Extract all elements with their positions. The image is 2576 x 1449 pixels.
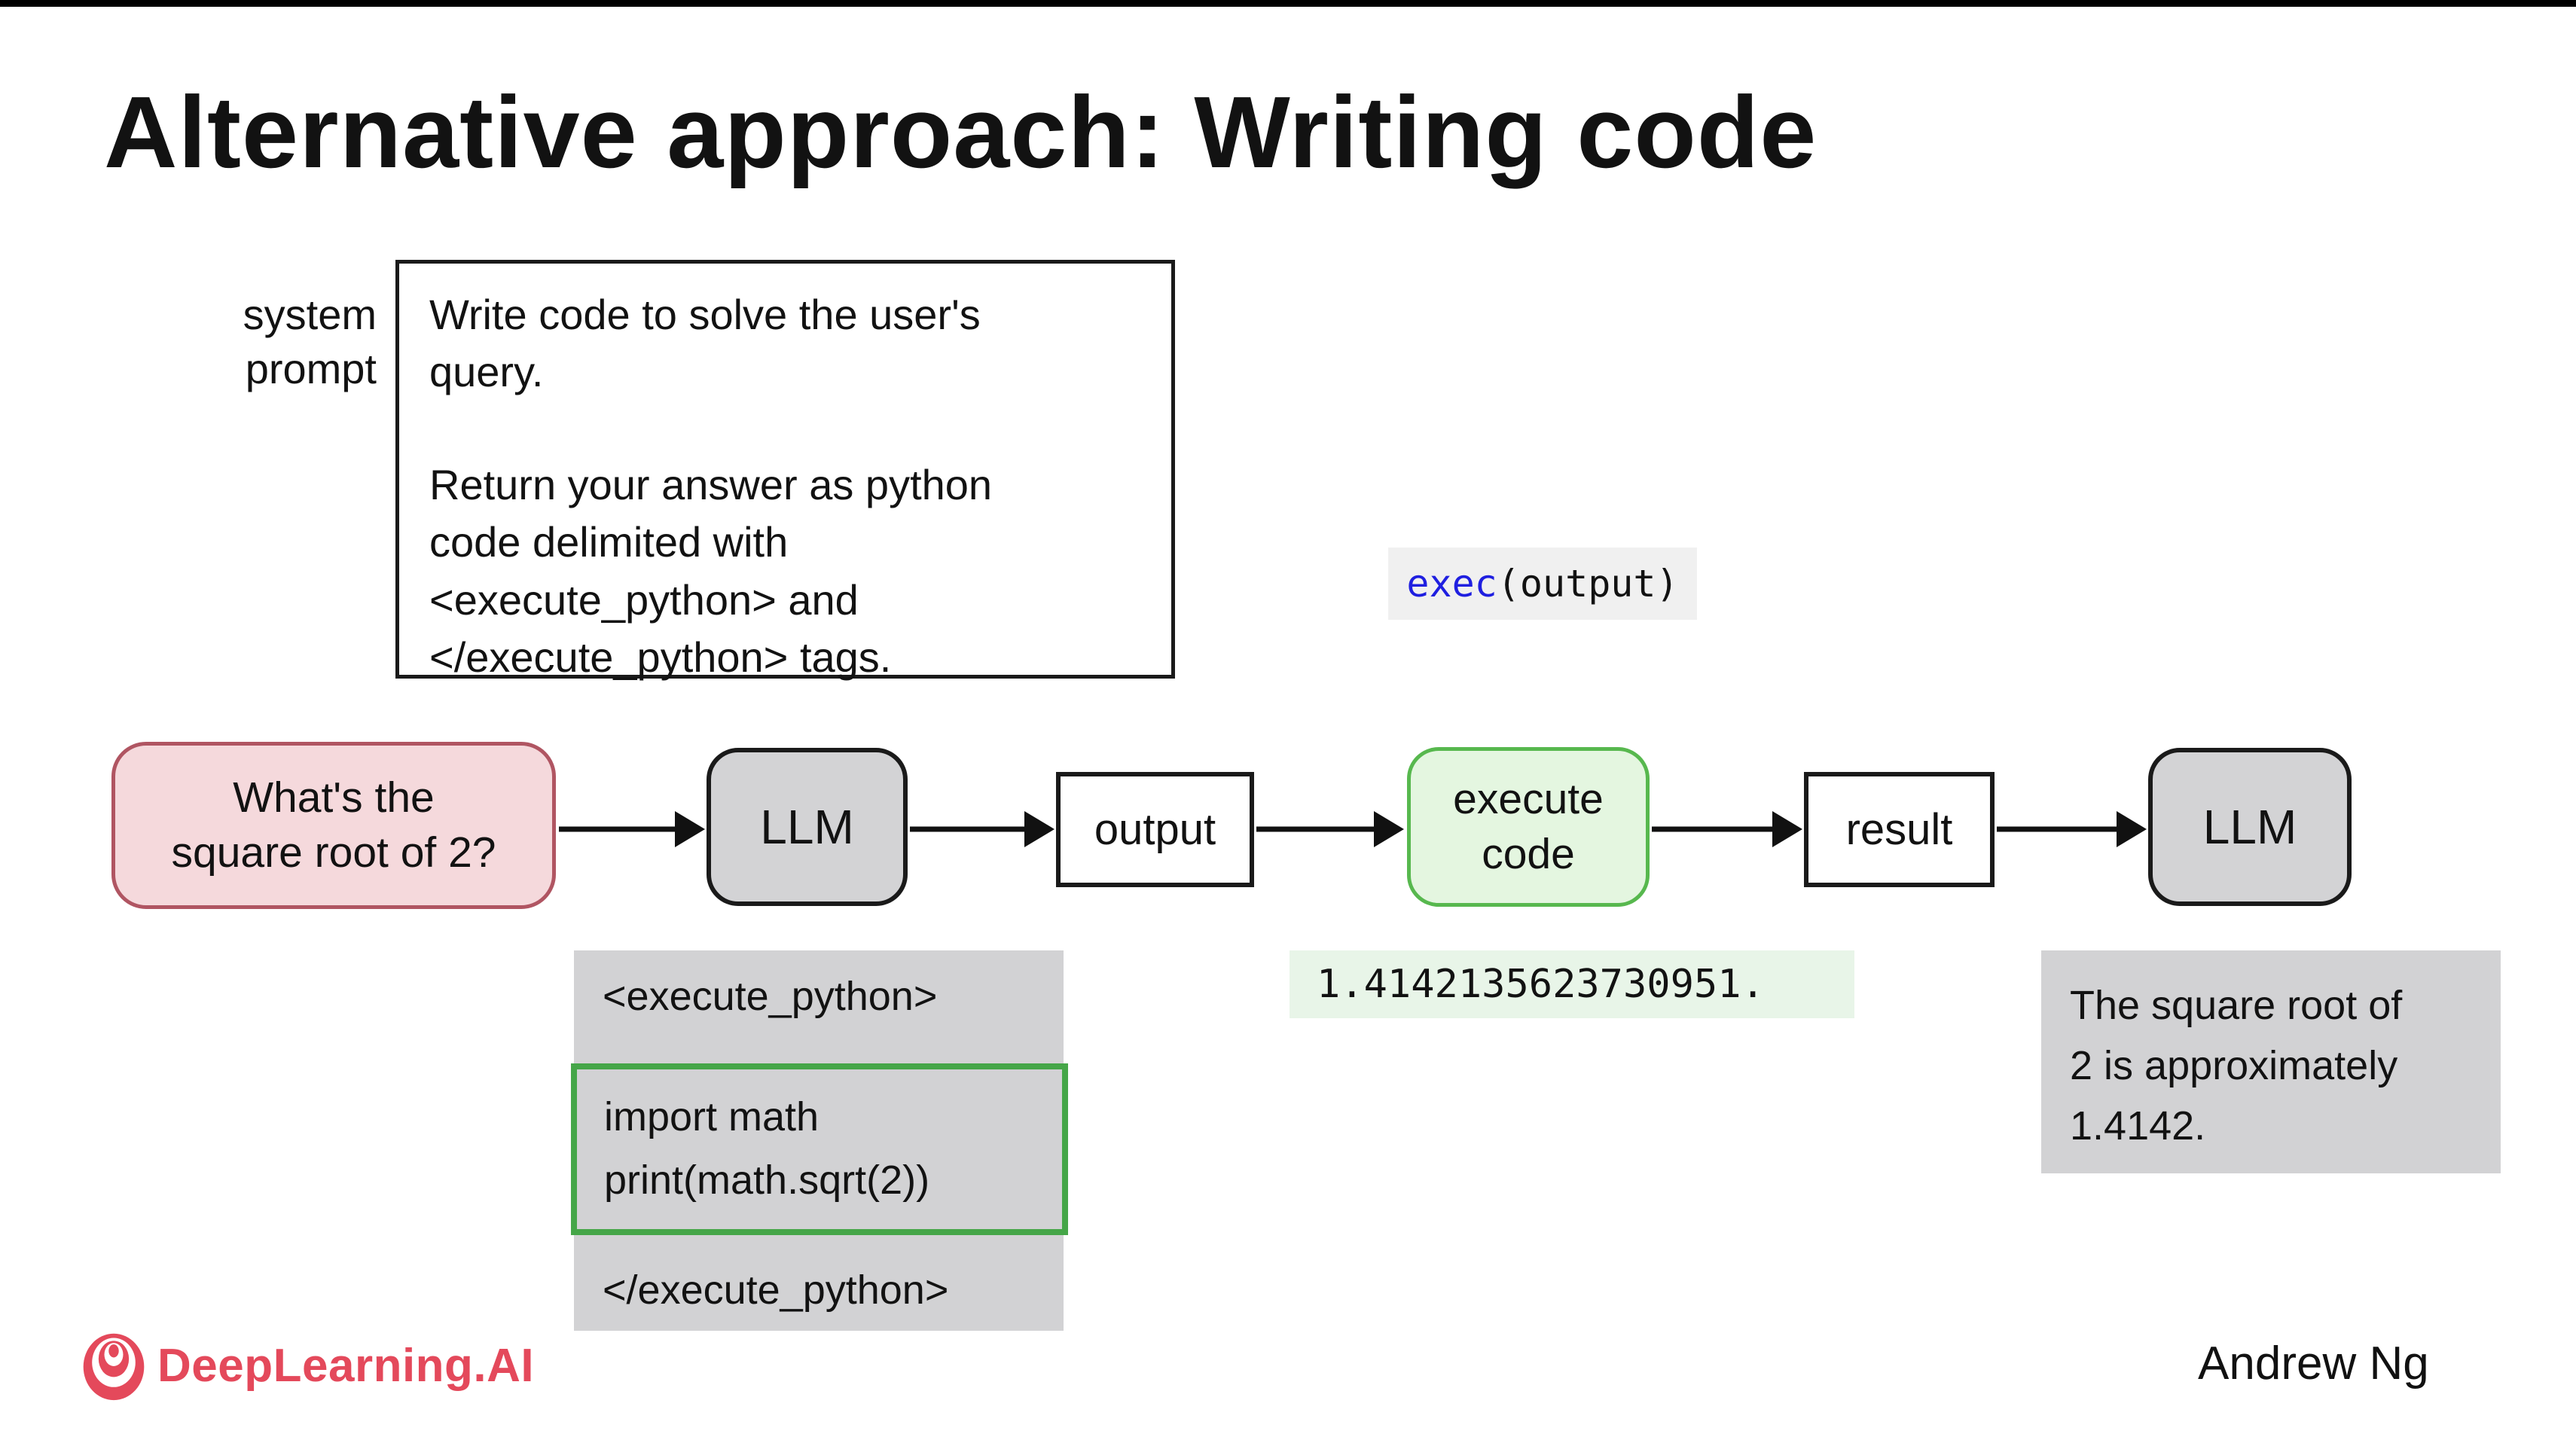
llm-output-code-block: <execute_python> import math print(math.… xyxy=(571,950,1068,1331)
arrow-head-icon xyxy=(1772,811,1802,847)
arrow-shaft xyxy=(1652,826,1777,832)
arrow-head-icon xyxy=(1374,811,1404,847)
exec-keyword: exec xyxy=(1406,562,1497,606)
arrow-head-icon xyxy=(2117,811,2147,847)
final-answer-box: The square root of 2 is approximately 1.… xyxy=(2041,950,2501,1173)
python-code-box: import math print(math.sqrt(2)) xyxy=(571,1063,1068,1235)
system-prompt-paragraph: Write code to solve the user's query. xyxy=(429,291,981,396)
flow-arrow xyxy=(1256,808,1404,850)
arrow-shaft xyxy=(910,826,1029,832)
system-prompt-label-line: system xyxy=(243,291,377,338)
brand-name: DeepLearning.AI xyxy=(157,1339,535,1392)
flow-arrow xyxy=(1652,808,1802,850)
top-bar xyxy=(0,0,2576,7)
flow-node-output: output xyxy=(1056,772,1254,887)
execute-python-open-tag: <execute_python> xyxy=(603,974,938,1019)
flow-arrow xyxy=(1997,808,2147,850)
exec-call-chip: exec(output) xyxy=(1388,548,1697,620)
arrow-shaft xyxy=(559,826,679,832)
page-title: Alternative approach: Writing code xyxy=(104,75,1818,189)
flow-node-result: result xyxy=(1804,772,1995,887)
deeplearning-logo: DeepLearning.AI xyxy=(78,1329,534,1402)
execute-code-line: execute xyxy=(1453,775,1604,824)
flow-node-execute-code: execute code xyxy=(1407,747,1650,907)
code-line: print(math.sqrt(2)) xyxy=(604,1157,930,1203)
arrow-head-icon xyxy=(675,811,705,847)
user-query-line: square root of 2? xyxy=(171,828,496,877)
flow-arrow xyxy=(559,808,705,850)
execute-code-line: code xyxy=(1482,830,1575,878)
system-prompt-paragraph: Return your answer as python code delimi… xyxy=(429,461,993,681)
arrow-shaft xyxy=(1997,826,2121,832)
deeplearning-logo-icon xyxy=(83,1333,145,1401)
system-prompt-label: system prompt xyxy=(173,288,377,395)
system-prompt-label-line: prompt xyxy=(245,344,377,392)
flow-node-user-query: What's the square root of 2? xyxy=(111,742,556,909)
system-prompt-box: Write code to solve the user's query. Re… xyxy=(395,260,1175,681)
flow-node-llm-1: LLM xyxy=(707,748,908,906)
execution-result-value: 1.4142135623730951. xyxy=(1317,962,1765,1007)
execute-python-close-tag: </execute_python> xyxy=(603,1267,949,1313)
flow-arrow xyxy=(910,808,1055,850)
author-credit: Andrew Ng xyxy=(2198,1338,2429,1390)
arrow-head-icon xyxy=(1024,811,1055,847)
flow-node-llm-2: LLM xyxy=(2148,748,2352,906)
execution-result-box: 1.4142135623730951. xyxy=(1290,950,1854,1018)
arrow-shaft xyxy=(1256,826,1378,832)
final-answer-text: The square root of 2 is approximately 1.… xyxy=(2070,983,2403,1149)
code-line: import math xyxy=(604,1094,819,1139)
user-query-line: What's the xyxy=(233,773,435,822)
exec-args: (output) xyxy=(1497,562,1679,606)
